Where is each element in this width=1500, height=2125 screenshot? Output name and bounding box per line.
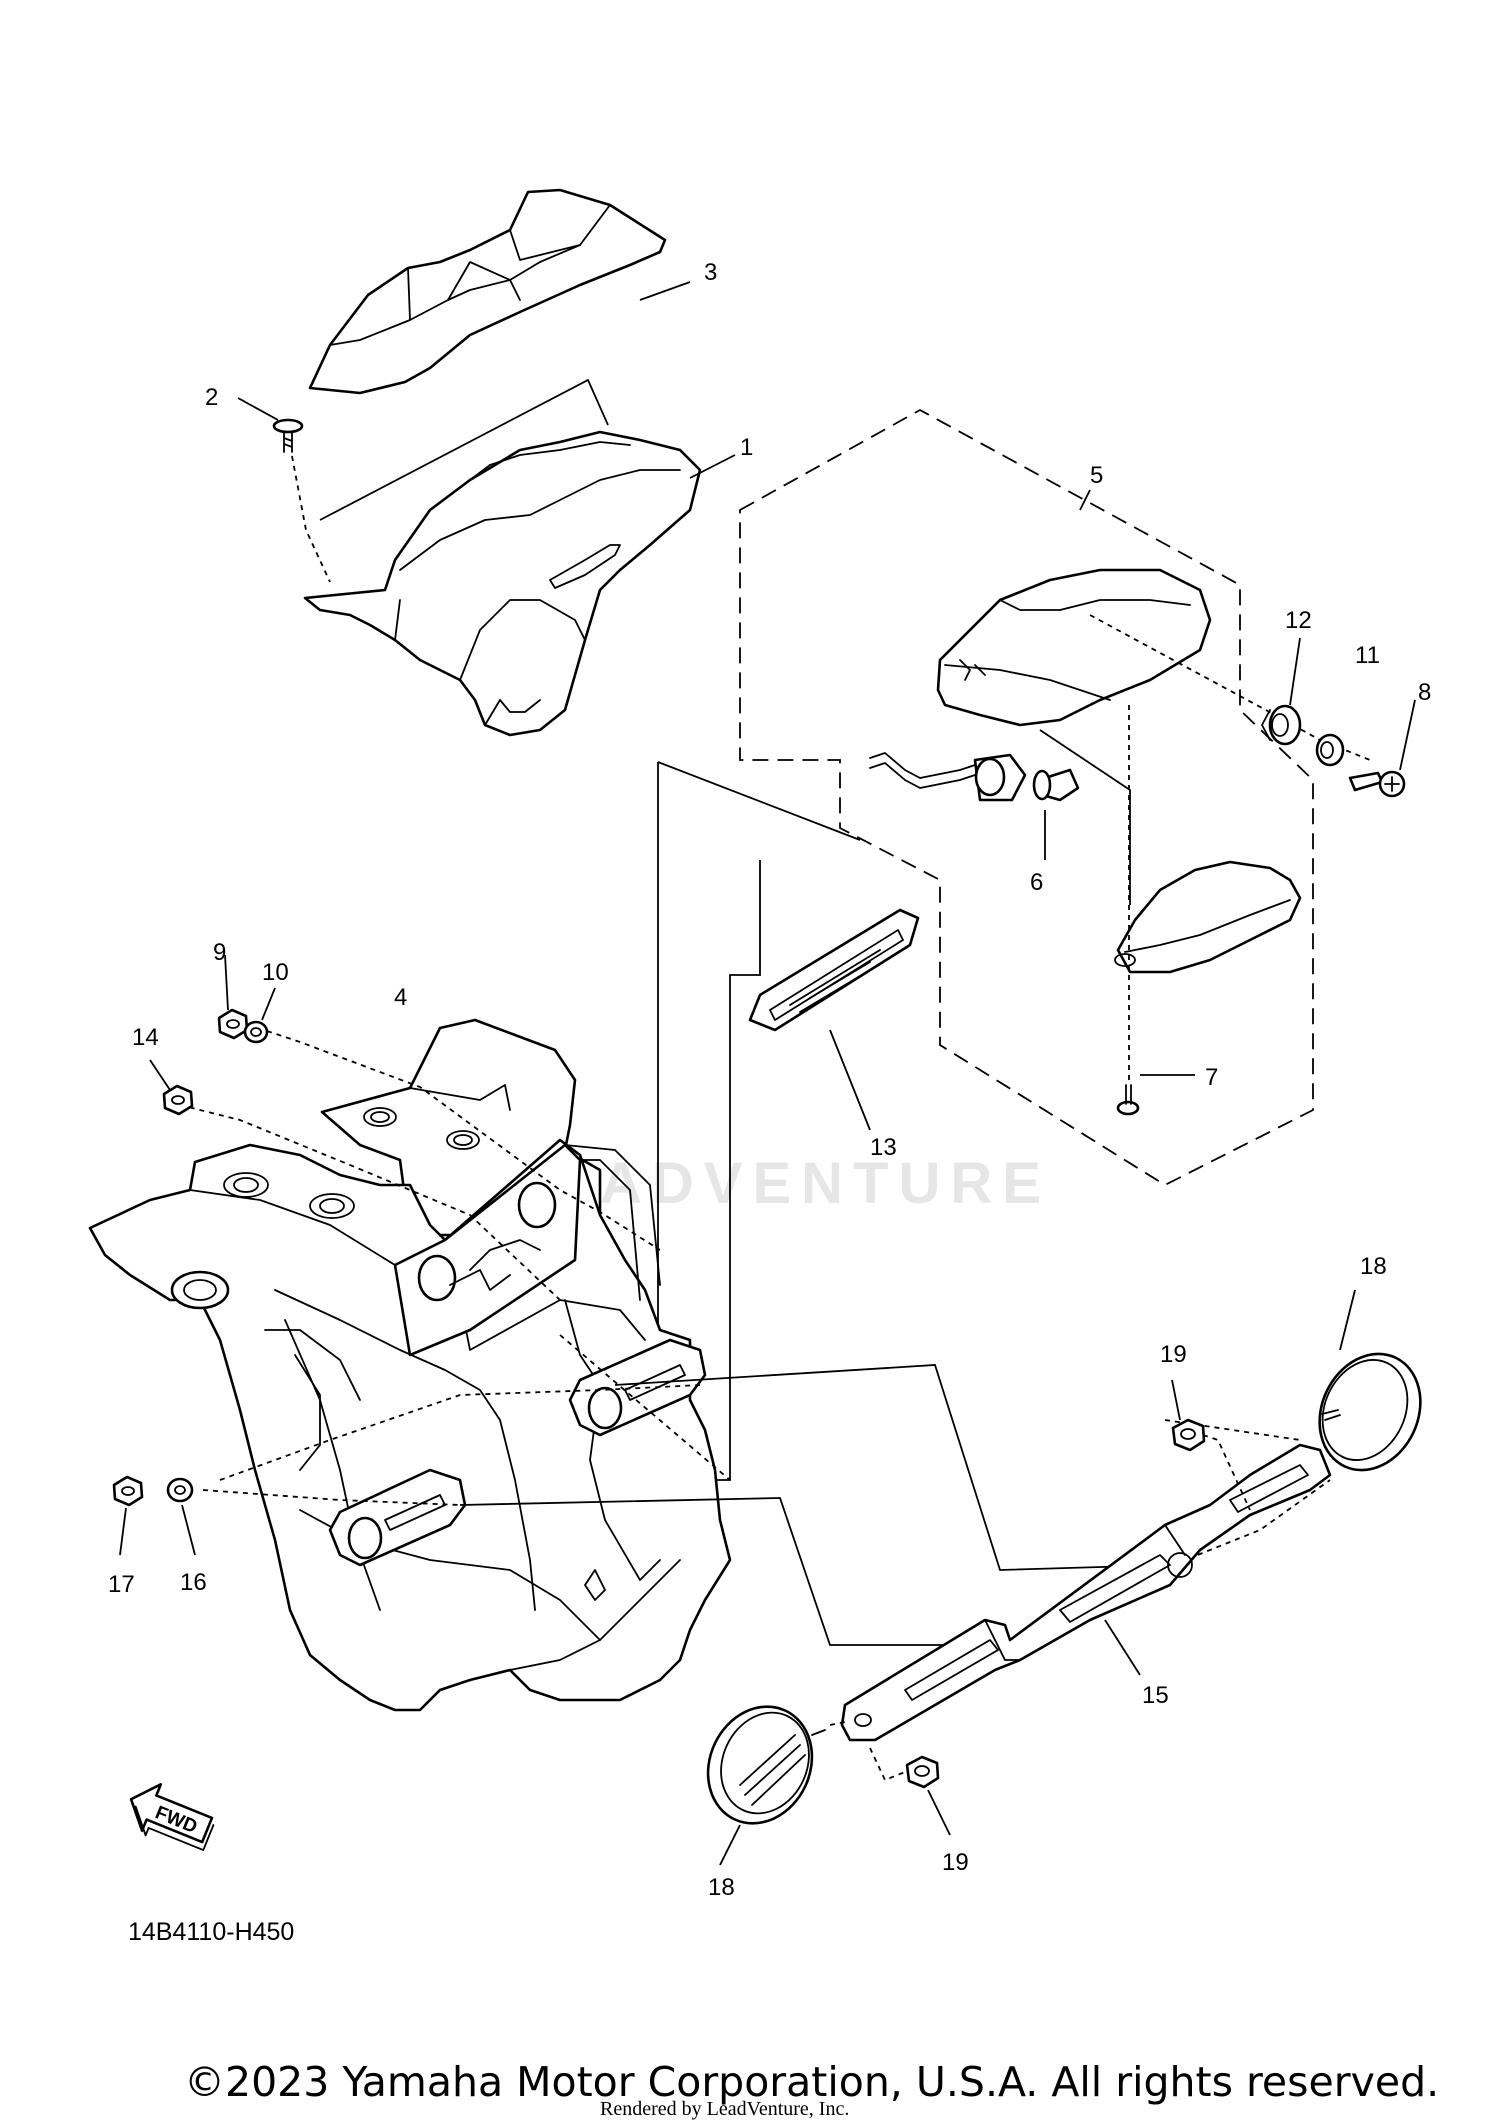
callout-9: 9 [213,939,226,966]
light-base-unit[interactable] [1114,860,1302,974]
part-16-washer[interactable] [166,1477,194,1503]
callout-17: 17 [108,1571,135,1598]
callout-11: 11 [1355,642,1380,669]
callout-8: 8 [1418,679,1431,706]
rear-fender-body[interactable] [88,1138,732,1712]
callout-19-lower: 19 [942,1849,969,1876]
part-19-nut-lower[interactable] [905,1755,940,1789]
copyright-notice: ©2023 Yamaha Motor Corporation, U.S.A. A… [184,2058,1440,2106]
callout-14: 14 [132,1024,159,1051]
part-1-rear-fender-inner[interactable] [303,430,702,737]
callout-13: 13 [870,1134,897,1161]
part-12-grommet[interactable] [1261,704,1302,746]
part-10-washer[interactable] [243,1020,269,1044]
diagram-code: 14B4110-H450 [128,1918,295,1946]
part-7-screw[interactable] [1116,1084,1140,1116]
part-8-screw[interactable] [1348,770,1406,798]
fender-center-block[interactable] [393,1143,582,1357]
callout-1: 1 [740,434,753,461]
part-18-reflector-left[interactable] [689,1689,830,1840]
callout-16: 16 [180,1569,207,1596]
callout-15: 15 [1142,1682,1169,1709]
callout-3: 3 [704,259,717,286]
callout-5: 5 [1090,462,1103,489]
part-11-collar[interactable] [1315,733,1345,767]
callout-6: 6 [1030,869,1043,896]
part-15-stay-bracket[interactable] [840,1443,1332,1742]
part-2-screw[interactable] [272,418,304,453]
callout-19-upper: 19 [1160,1341,1187,1368]
callout-10: 10 [262,959,289,986]
part-9-nut[interactable] [217,1008,249,1040]
fwd-arrow-icon: FWD [129,1783,215,1851]
callout-12: 12 [1285,607,1312,634]
callout-4: 4 [394,984,407,1011]
bulb-socket-harness[interactable] [869,752,1027,802]
part-5-tail-light[interactable] [936,568,1212,727]
watermark: ADVENTURE [600,1151,1051,1216]
part-14-nut[interactable] [162,1084,194,1116]
callout-7: 7 [1205,1064,1218,1091]
part-18-reflector-right[interactable] [1301,1337,1439,1486]
render-credit: Rendered by LeadVenture, Inc. [600,2098,850,2120]
part-3-seat-cover[interactable] [308,188,667,395]
callout-18-right: 18 [1360,1253,1387,1280]
part-17-nut[interactable] [112,1475,144,1507]
rear-mount-boss-lower[interactable] [328,1468,467,1567]
callout-2: 2 [205,384,218,411]
part-19-nut-upper[interactable] [1171,1418,1206,1452]
callout-18-left: 18 [708,1874,735,1901]
part-6-bulb[interactable] [1032,768,1080,802]
part-13-reflector[interactable] [748,908,920,1032]
